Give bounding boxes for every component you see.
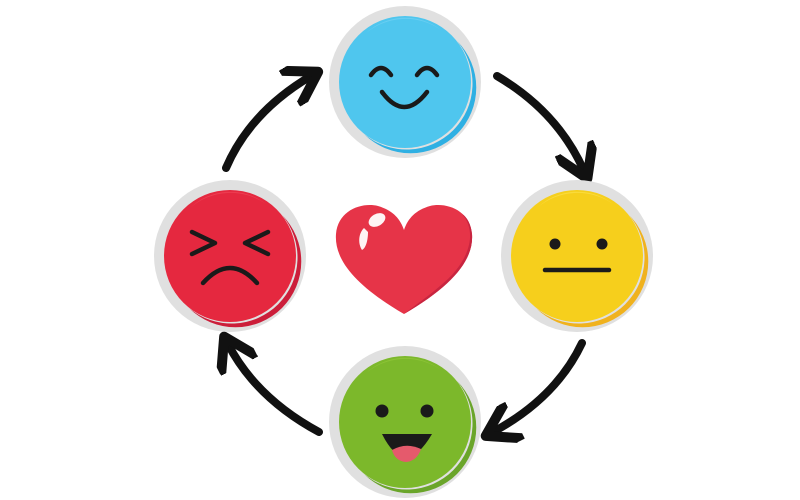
right-eye (414, 65, 440, 78)
face-highlight (537, 191, 613, 208)
arrow-angry-to-happy (222, 76, 311, 172)
smile-mouth (379, 89, 430, 110)
face-excited (329, 346, 481, 498)
face-highlight (365, 357, 441, 374)
face-shade (364, 381, 477, 494)
left-eye (549, 238, 561, 250)
arrow-neutral-to-excited (493, 339, 586, 432)
face-base (164, 190, 296, 322)
faces-group (154, 6, 653, 498)
face-shade (364, 41, 477, 154)
face-base (339, 16, 471, 148)
face-neutral (501, 180, 653, 332)
heart-icon (335, 205, 473, 314)
right-eye (596, 238, 608, 250)
tongue (392, 445, 421, 462)
face-angry (154, 180, 306, 332)
face-highlight (190, 191, 266, 208)
face-shade (189, 215, 302, 328)
heart-shine-top (368, 213, 386, 227)
left-eye (368, 65, 394, 78)
left-squint-eye (189, 229, 218, 257)
right-squint-eye (242, 229, 271, 257)
frown-mouth (200, 265, 260, 286)
heart-shine (359, 228, 368, 250)
face-base (511, 190, 643, 322)
heart-body (335, 205, 473, 314)
face-happy (329, 6, 481, 158)
arrow-happy-to-neutral (493, 72, 584, 171)
face-base (339, 356, 471, 488)
face-highlight (365, 17, 441, 34)
cycle-arrows (226, 76, 584, 432)
face-shade (536, 215, 649, 328)
right-eye (420, 404, 434, 418)
left-eye (375, 404, 389, 418)
arrow-excited-to-angry (228, 344, 323, 436)
